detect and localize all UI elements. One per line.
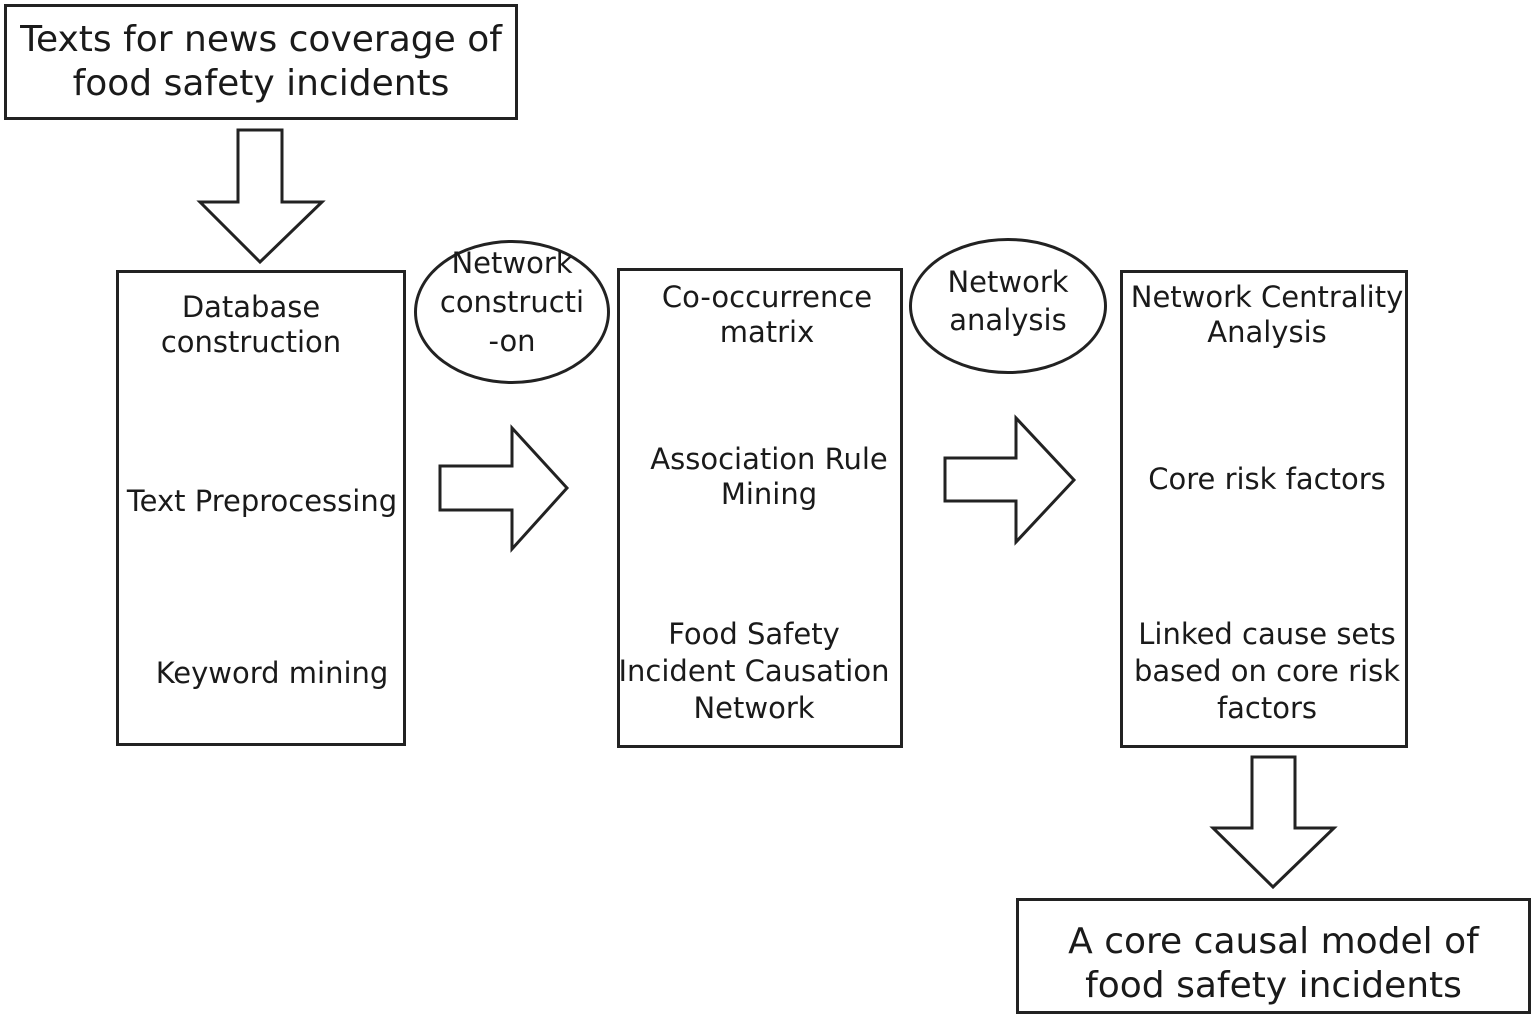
stage2-step3-label: Food Safety Incident Causation Network	[607, 616, 901, 727]
core-model-line1: A core causal model of	[1068, 921, 1479, 962]
stage3-step1-label: Network Centrality Analysis	[1122, 280, 1412, 351]
analysis-line: Analysis	[1207, 315, 1327, 350]
block-arrow-down-2	[1209, 755, 1338, 890]
block-arrow-right-1	[438, 424, 570, 553]
oval1-line3: -on	[488, 324, 536, 359]
source-texts-line2: food safety incidents	[72, 62, 450, 104]
core-model-line2: food safety incidents	[1085, 964, 1462, 1006]
matrix-line: matrix	[719, 315, 815, 350]
based-on-line: based on core risk	[1133, 654, 1400, 689]
association-rule-line: Association Rule	[650, 442, 888, 476]
oval1-line1: Network	[451, 246, 573, 280]
factors-line: factors	[1216, 691, 1318, 726]
oval1-line2: constructi	[439, 285, 585, 320]
database-line: Database	[181, 290, 321, 324]
source-texts-box	[4, 4, 518, 120]
stage2-box	[617, 268, 903, 748]
block-arrow-right-2	[943, 414, 1077, 546]
oval2-line1: Network	[947, 265, 1069, 299]
core-model-box	[1016, 898, 1531, 1014]
core-model-label: A core causal model of food safety incid…	[1016, 920, 1531, 1008]
network-line: Network	[693, 691, 815, 726]
block-arrow-down-1	[196, 128, 326, 265]
stage2-step1-label: Co-occurrence matrix	[617, 280, 917, 351]
stage1-box	[116, 270, 406, 746]
construction-line: construction	[160, 325, 342, 360]
linked-cause-line: Linked cause sets	[1138, 617, 1396, 651]
network-analysis-oval	[909, 238, 1107, 374]
source-texts-label: Texts for news coverage of food safety i…	[4, 18, 518, 106]
co-occurrence-line: Co-occurrence	[661, 280, 873, 314]
stage3-box	[1120, 270, 1408, 748]
stage3-step3-label: Linked cause sets based on core risk fac…	[1122, 616, 1412, 727]
stage2-step2-label: Association Rule Mining	[617, 442, 921, 513]
network-construction-oval	[414, 240, 610, 384]
mining-line: Mining	[720, 477, 818, 512]
oval2-line2: analysis	[949, 302, 1067, 337]
network-analysis-label: Network analysis	[909, 264, 1107, 339]
network-centrality-line: Network Centrality	[1130, 280, 1404, 314]
stage1-step1-label: Database construction	[96, 290, 406, 361]
source-texts-line1: Texts for news coverage of	[20, 19, 502, 60]
stage1-step2-label: Text Preprocessing	[126, 484, 398, 518]
network-construction-label: Network constructi -on	[414, 244, 610, 361]
incident-causation-line: Incident Causation	[618, 654, 890, 689]
stage3-step2-label: Core risk factors	[1148, 462, 1386, 496]
food-safety-line: Food Safety	[668, 617, 840, 651]
stage1-step3-label: Keyword mining	[155, 656, 389, 690]
